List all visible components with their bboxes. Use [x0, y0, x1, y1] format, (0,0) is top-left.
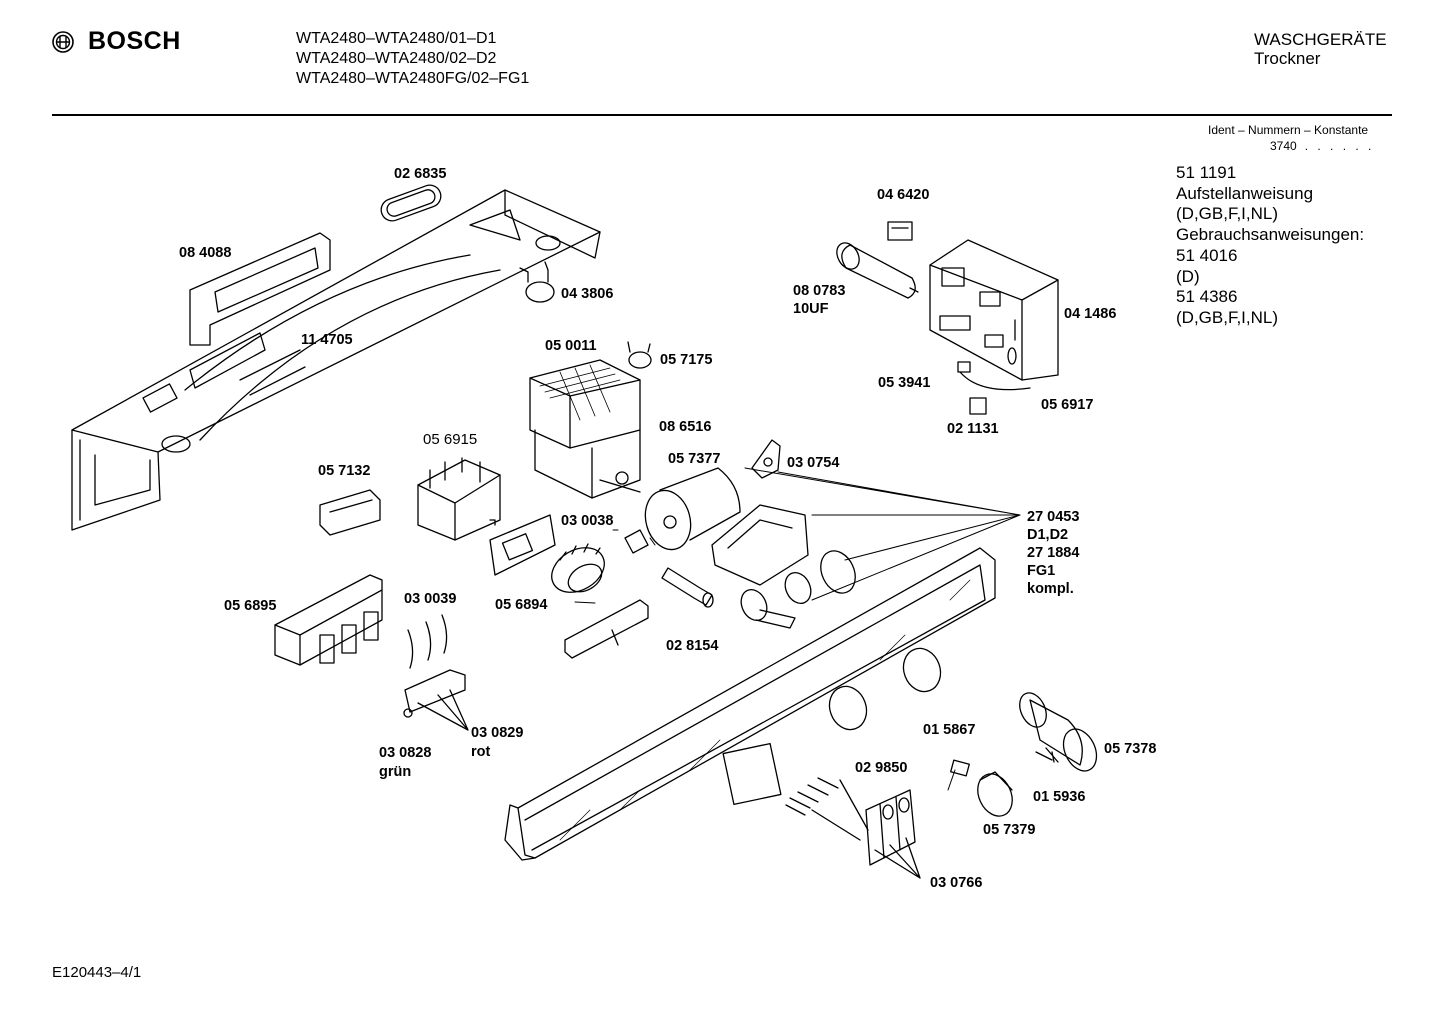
fixing-screw [1036, 748, 1058, 762]
part-label: 02 9850 [855, 760, 908, 776]
gear-housing [712, 505, 808, 585]
terminal-block [320, 490, 380, 535]
micro-switch [970, 398, 986, 414]
capacitor-10uf [832, 239, 918, 298]
doc-line: 51 1191 [1176, 163, 1237, 182]
suppressor [628, 342, 651, 368]
part-label: 05 7175 [660, 352, 713, 368]
doc-line: (D,GB,F,I,NL) [1176, 307, 1279, 327]
ident-block: Ident – Nummern – Konstante 3740 . . . . … [1208, 122, 1374, 154]
small-knob [971, 768, 1019, 821]
model-line-1: WTA2480–WTA2480/01–D1 [296, 30, 497, 47]
header-divider [52, 114, 1392, 116]
control-panel [505, 548, 995, 860]
part-label: 05 7132 [318, 463, 371, 479]
mounting-bracket [190, 233, 330, 345]
brand-block: BOSCH [52, 27, 181, 56]
model-line-3: WTA2480–WTA2480FG/02–FG1 [296, 70, 530, 87]
circuit-board [930, 240, 1058, 380]
drive-motor [639, 468, 740, 555]
top-cover-panel [72, 190, 600, 530]
motor-bracket [752, 440, 780, 478]
gear-wheel [544, 539, 612, 602]
category-subtitle: Trockner [1254, 49, 1321, 68]
part-label: FG1 [1027, 563, 1056, 579]
part-label: 03 0828 [379, 745, 432, 761]
doc-line: (D,GB,F,I,NL) [1176, 204, 1279, 224]
small-capacitor [520, 262, 554, 302]
part-label: 02 6835 [394, 166, 447, 182]
part-label: 27 1884 [1027, 545, 1080, 561]
doc-line: Gebrauchsanweisungen: [1176, 225, 1365, 245]
document-list: 51 1191 Aufstellanweisung (D,GB,F,I,NL) … [1176, 163, 1364, 329]
doc-line: 51 4016 [1176, 245, 1238, 265]
part-label: 03 0039 [404, 591, 457, 607]
drawing-code: E120443–4/1 [52, 964, 142, 981]
doc-line: Aufstellanweisung [1176, 183, 1314, 203]
part-label: 03 0038 [561, 513, 614, 529]
doc-line: 51 4386 [1176, 287, 1238, 307]
push-buttons [866, 790, 920, 878]
part-label: 05 7379 [983, 822, 1036, 838]
part-label: 08 0783 [793, 283, 846, 299]
part-label: 01 5867 [923, 722, 976, 738]
ident-number: 3740 [1270, 139, 1297, 153]
model-list: WTA2480–WTA2480/01–D1 WTA2480–WTA2480/02… [296, 29, 529, 89]
terminal-clip [888, 222, 912, 240]
part-label: kompl. [1027, 581, 1074, 597]
part-label: 03 0766 [930, 875, 983, 891]
pin-clip [625, 530, 648, 553]
part-label: grün [379, 764, 412, 780]
part-label: 04 1486 [1064, 306, 1117, 322]
ident-dots: . . . . . . [1304, 139, 1375, 153]
brand-name: BOSCH [88, 27, 181, 55]
part-label: 10UF [793, 301, 829, 317]
gear-set [736, 545, 861, 628]
slider-bar [565, 600, 648, 658]
lever-bracket [404, 670, 468, 730]
part-label: 05 6894 [495, 597, 548, 613]
part-label: 03 0754 [787, 455, 840, 471]
part-label: 01 5936 [1033, 789, 1086, 805]
part-label: 02 8154 [666, 638, 719, 654]
part-label: 05 0011 [545, 338, 597, 354]
part-label: 03 0829 [471, 725, 524, 741]
large-knob [1015, 689, 1103, 777]
key-springs [786, 778, 868, 840]
part-label: 05 7377 [668, 451, 721, 467]
part-label: 05 6915 [423, 431, 478, 448]
clip-part [951, 760, 970, 776]
part-label: 04 6420 [877, 187, 930, 203]
part-label: 02 1131 [947, 421, 999, 437]
part-label: 05 3941 [878, 375, 931, 391]
contact-springs [408, 615, 447, 668]
program-timer [530, 360, 640, 498]
connector-cable [958, 362, 1030, 390]
gasket-ring [378, 182, 444, 224]
part-label: 05 7378 [1104, 741, 1157, 757]
part-label: rot [471, 744, 491, 760]
leader-lines [575, 468, 1020, 790]
coupling-shaft [662, 568, 713, 607]
ident-title: Ident – Nummern – Konstante [1208, 123, 1369, 137]
part-label: 08 4088 [179, 245, 232, 261]
selector-switch [418, 458, 500, 540]
part-label: 27 0453 [1027, 509, 1080, 525]
model-line-2: WTA2480–WTA2480/02–D2 [296, 50, 497, 67]
indicator-board [490, 515, 555, 575]
part-label: D1,D2 [1027, 527, 1069, 543]
switch-housing [275, 575, 382, 665]
bosch-logo-icon [52, 30, 74, 53]
part-label: 11 4705 [301, 332, 353, 348]
doc-line: (D) [1176, 266, 1200, 286]
part-label: 04 3806 [561, 286, 614, 302]
part-label: 05 6895 [224, 598, 277, 614]
category-block: WASCHGERÄTE Trockner [1254, 30, 1387, 68]
part-label: 08 6516 [659, 419, 712, 435]
category-title: WASCHGERÄTE [1254, 30, 1387, 49]
part-label: 05 6917 [1041, 397, 1094, 413]
